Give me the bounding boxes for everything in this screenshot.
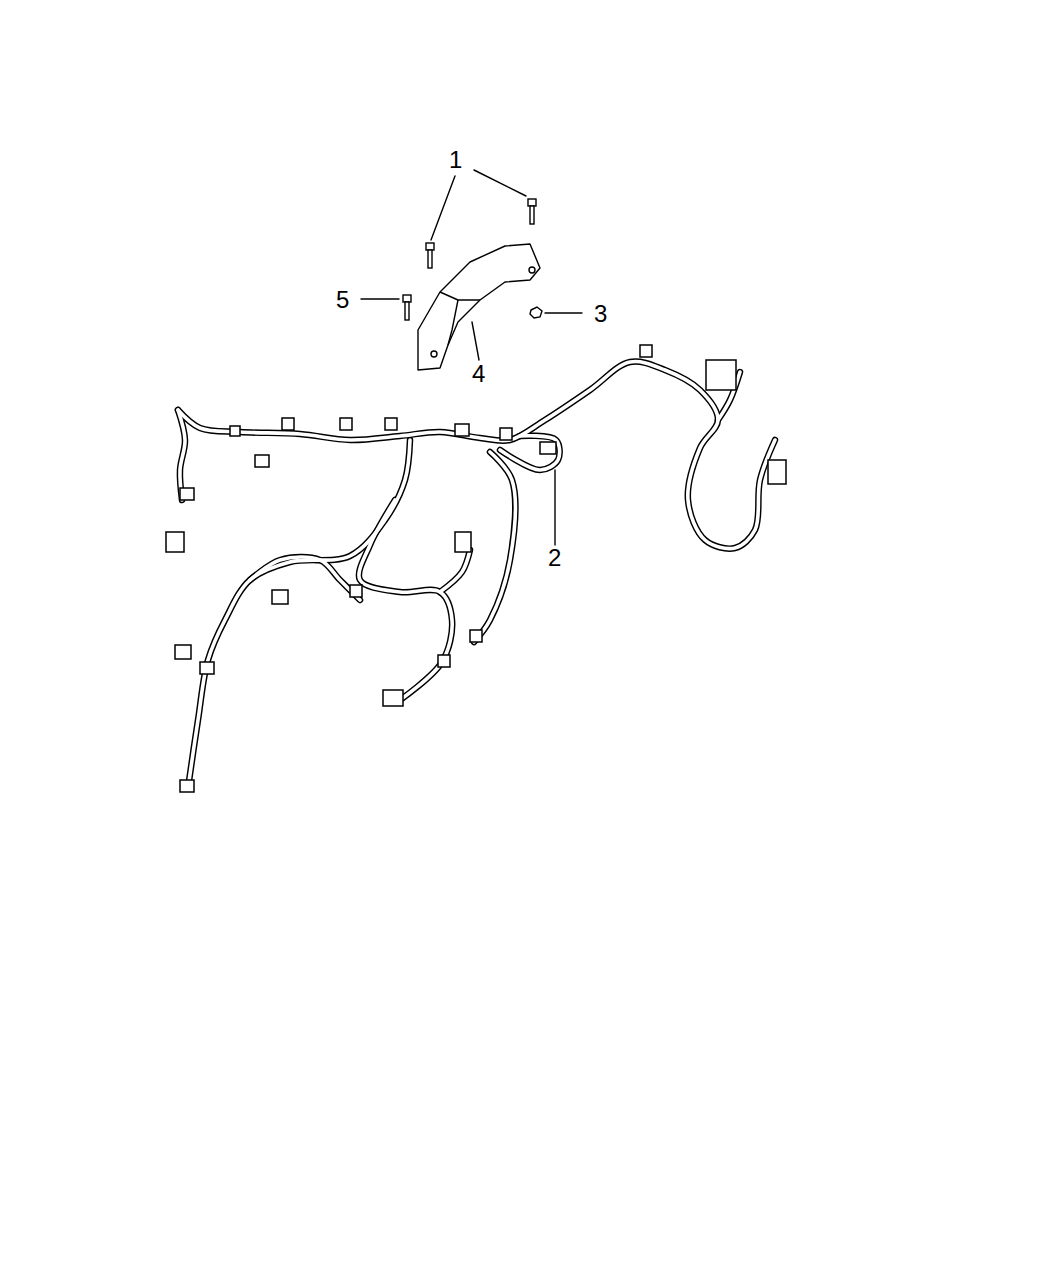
connector-plug (180, 780, 194, 792)
harness-run (359, 500, 452, 700)
leader-lines (361, 170, 582, 545)
connector-plug (383, 690, 403, 706)
callout-number: 3 (594, 302, 607, 326)
harness-run (474, 452, 515, 642)
harness-run (178, 361, 775, 548)
harness-run (440, 550, 470, 592)
harness-run (178, 410, 185, 500)
connector-plug (175, 645, 191, 659)
connector-plug (180, 488, 194, 500)
connector-plug (768, 460, 786, 484)
bracket (418, 244, 540, 370)
connector-plug (230, 426, 240, 436)
connector-plug (706, 360, 736, 390)
connector-plug (350, 585, 362, 597)
connector-plug (166, 532, 184, 552)
callout-number: 2 (548, 546, 561, 570)
harness-run (188, 440, 410, 788)
harness-run (474, 452, 515, 642)
connector-plug (385, 418, 397, 430)
connector-plug (340, 418, 352, 430)
connector-plug (282, 418, 294, 430)
connector-plug (455, 532, 471, 552)
connector-plug (640, 345, 652, 357)
harness-run (178, 361, 775, 548)
connector-plug (200, 662, 214, 674)
harness-run (188, 440, 410, 788)
callout-number: 5 (336, 288, 349, 312)
harness-run (250, 557, 360, 600)
harness-run (178, 410, 185, 500)
connector-plug (438, 655, 450, 667)
wiring-harness (166, 345, 786, 792)
callout-number: 1 (449, 148, 462, 172)
harness-run (250, 557, 360, 600)
connector-plug (255, 455, 269, 467)
harness-run (440, 550, 470, 592)
callout-number: 4 (472, 362, 485, 386)
connector-plug (272, 590, 288, 604)
connector-plug (455, 424, 469, 436)
connector-plug (470, 630, 482, 642)
connector-plug (540, 442, 556, 454)
harness-run (500, 436, 560, 470)
harness-run (359, 500, 452, 700)
connector-plug (500, 428, 512, 440)
